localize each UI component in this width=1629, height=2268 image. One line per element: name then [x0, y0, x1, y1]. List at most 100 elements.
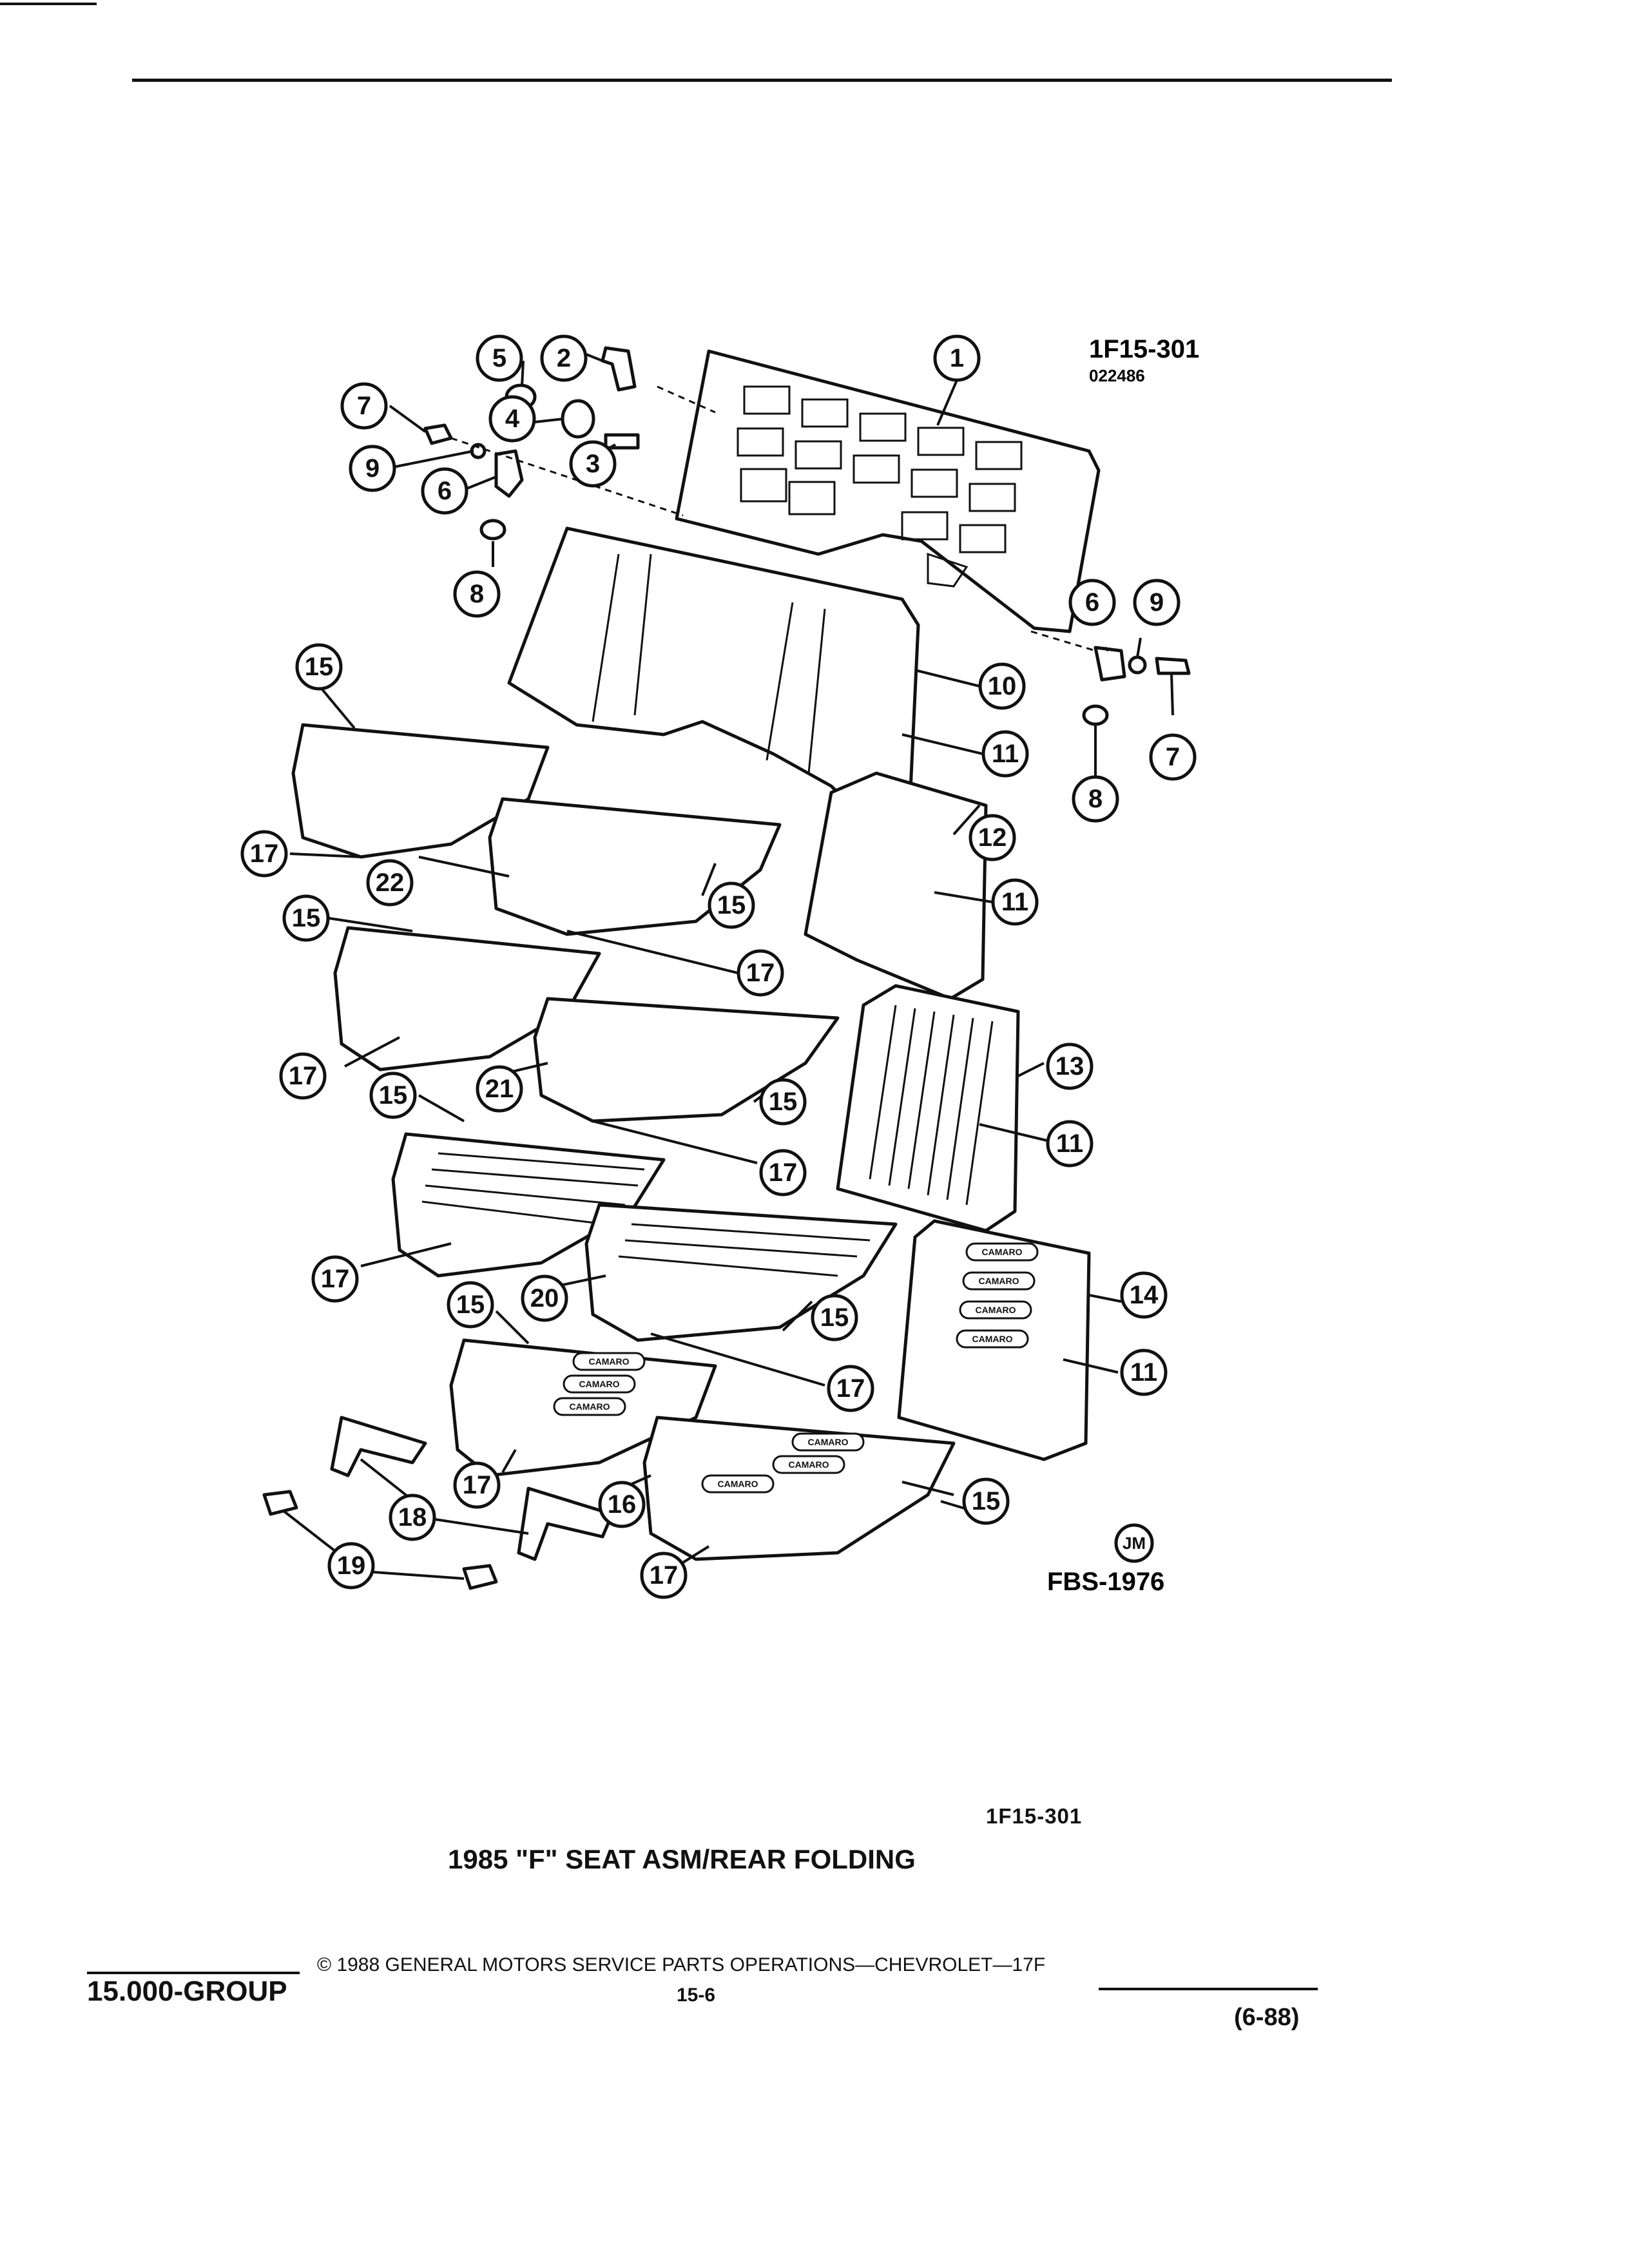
svg-text:20: 20	[530, 1284, 559, 1312]
svg-text:6: 6	[438, 477, 452, 505]
callout-15c: 15	[282, 894, 330, 942]
svg-text:17: 17	[250, 840, 279, 868]
svg-text:CAMARO: CAMARO	[589, 1356, 630, 1367]
callout-15b: 15	[708, 881, 755, 929]
svg-text:22: 22	[376, 869, 405, 897]
figure-date-code: 022486	[1089, 366, 1145, 385]
footer-revision: (6-88)	[1234, 2004, 1300, 2031]
callout-10: 10	[978, 662, 1026, 710]
svg-text:CAMARO: CAMARO	[718, 1479, 758, 1489]
callout-17f: 17	[827, 1365, 874, 1412]
svg-text:21: 21	[485, 1075, 514, 1103]
callout-2: 2	[540, 334, 588, 382]
callout-9b: 9	[1133, 579, 1181, 626]
figure-number: FBS-1976	[1047, 1568, 1164, 1596]
callout-8b: 8	[1072, 775, 1119, 823]
callout-17a: 17	[240, 830, 288, 878]
camaro-emblem: CAMARO	[962, 1271, 1036, 1291]
svg-text:1: 1	[950, 344, 964, 372]
leader-lines	[282, 353, 1174, 1580]
callout-3: 3	[569, 440, 617, 488]
svg-text:15: 15	[456, 1291, 485, 1319]
figure-code: 1F15-301	[1089, 335, 1199, 363]
svg-text:12: 12	[978, 823, 1007, 852]
callout-6b: 6	[1068, 579, 1116, 626]
svg-text:7: 7	[357, 392, 371, 420]
footer-rule-right	[1099, 1988, 1318, 1990]
camaro-emblems: CAMARO CAMARO CAMARO CAMARO CAMARO CAMAR…	[553, 1242, 1039, 1494]
svg-text:5: 5	[492, 344, 506, 372]
svg-text:6: 6	[1085, 588, 1099, 617]
seat-cushion-20	[391, 1132, 898, 1342]
svg-text:4: 4	[505, 405, 520, 433]
svg-text:8: 8	[470, 580, 484, 608]
svg-text:17: 17	[650, 1561, 679, 1590]
camaro-emblem: CAMARO	[959, 1300, 1032, 1320]
callout-15g: 15	[447, 1281, 494, 1329]
corner-mark	[0, 3, 97, 5]
svg-text:CAMARO: CAMARO	[976, 1305, 1016, 1315]
svg-text:15: 15	[305, 653, 334, 681]
callout-21: 21	[476, 1065, 523, 1113]
svg-text:11: 11	[992, 740, 1019, 768]
svg-text:17: 17	[836, 1374, 865, 1403]
header-rule	[132, 79, 1392, 82]
svg-text:8: 8	[1088, 785, 1103, 813]
camaro-emblem: CAMARO	[772, 1455, 845, 1474]
svg-text:9: 9	[365, 454, 380, 483]
seat-cushion-21	[333, 926, 840, 1123]
callout-17d: 17	[759, 1149, 807, 1196]
callout-7a: 7	[340, 382, 388, 430]
svg-text:CAMARO: CAMARO	[808, 1437, 849, 1447]
callout-22: 22	[366, 859, 414, 907]
callout-15a: 15	[295, 643, 343, 691]
svg-text:JM: JM	[1123, 1533, 1146, 1553]
svg-text:CAMARO: CAMARO	[579, 1379, 620, 1389]
callout-18: 18	[389, 1494, 436, 1541]
callout-11c: 11	[1046, 1120, 1094, 1168]
illustrator-badge: JM	[1114, 1523, 1154, 1563]
svg-text:CAMARO: CAMARO	[972, 1334, 1013, 1344]
footer-group: 15.000-GROUP	[87, 1975, 287, 2007]
hinge-hardware-right	[1030, 630, 1191, 726]
camaro-emblem: CAMARO	[572, 1352, 646, 1371]
footer-rule-left	[87, 1972, 300, 1974]
svg-text:11: 11	[1056, 1129, 1083, 1158]
svg-text:CAMARO: CAMARO	[982, 1247, 1023, 1257]
callout-17c: 17	[279, 1052, 327, 1100]
svg-text:15: 15	[769, 1088, 798, 1116]
svg-text:17: 17	[769, 1158, 798, 1187]
callout-15f: 15	[811, 1294, 858, 1341]
svg-text:CAMARO: CAMARO	[979, 1276, 1019, 1286]
camaro-emblem: CAMARO	[701, 1474, 775, 1494]
camaro-emblem: CAMARO	[965, 1242, 1039, 1262]
seat-back-cushion	[507, 526, 920, 846]
camaro-emblem: CAMARO	[553, 1397, 626, 1416]
callout-11d: 11	[1120, 1349, 1168, 1396]
callout-17g: 17	[453, 1461, 501, 1509]
callout-13: 13	[1046, 1043, 1094, 1090]
svg-text:15: 15	[820, 1303, 849, 1332]
seat-back-panel-12	[804, 771, 988, 1001]
svg-text:13: 13	[1055, 1052, 1084, 1081]
callout-1: 1	[933, 334, 981, 382]
callout-11a: 11	[981, 730, 1029, 778]
footer-copyright: © 1988 GENERAL MOTORS SERVICE PARTS OPER…	[317, 1954, 1046, 1975]
callout-19: 19	[327, 1542, 375, 1590]
svg-text:17: 17	[463, 1471, 492, 1499]
svg-text:11: 11	[1130, 1358, 1157, 1387]
svg-text:2: 2	[557, 344, 571, 372]
svg-text:15: 15	[292, 904, 321, 932]
callout-17e: 17	[311, 1255, 359, 1303]
svg-text:14: 14	[1130, 1281, 1159, 1309]
callout-17b: 17	[737, 949, 784, 997]
svg-text:17: 17	[746, 959, 775, 987]
callout-4: 4	[488, 395, 536, 443]
camaro-emblem: CAMARO	[563, 1374, 636, 1394]
callout-14: 14	[1120, 1271, 1168, 1319]
callout-9a: 9	[349, 445, 396, 492]
camaro-emblem: CAMARO	[791, 1432, 865, 1452]
callout-12: 12	[969, 814, 1016, 861]
footer-page: 15-6	[677, 1984, 716, 2006]
svg-text:16: 16	[608, 1490, 637, 1519]
